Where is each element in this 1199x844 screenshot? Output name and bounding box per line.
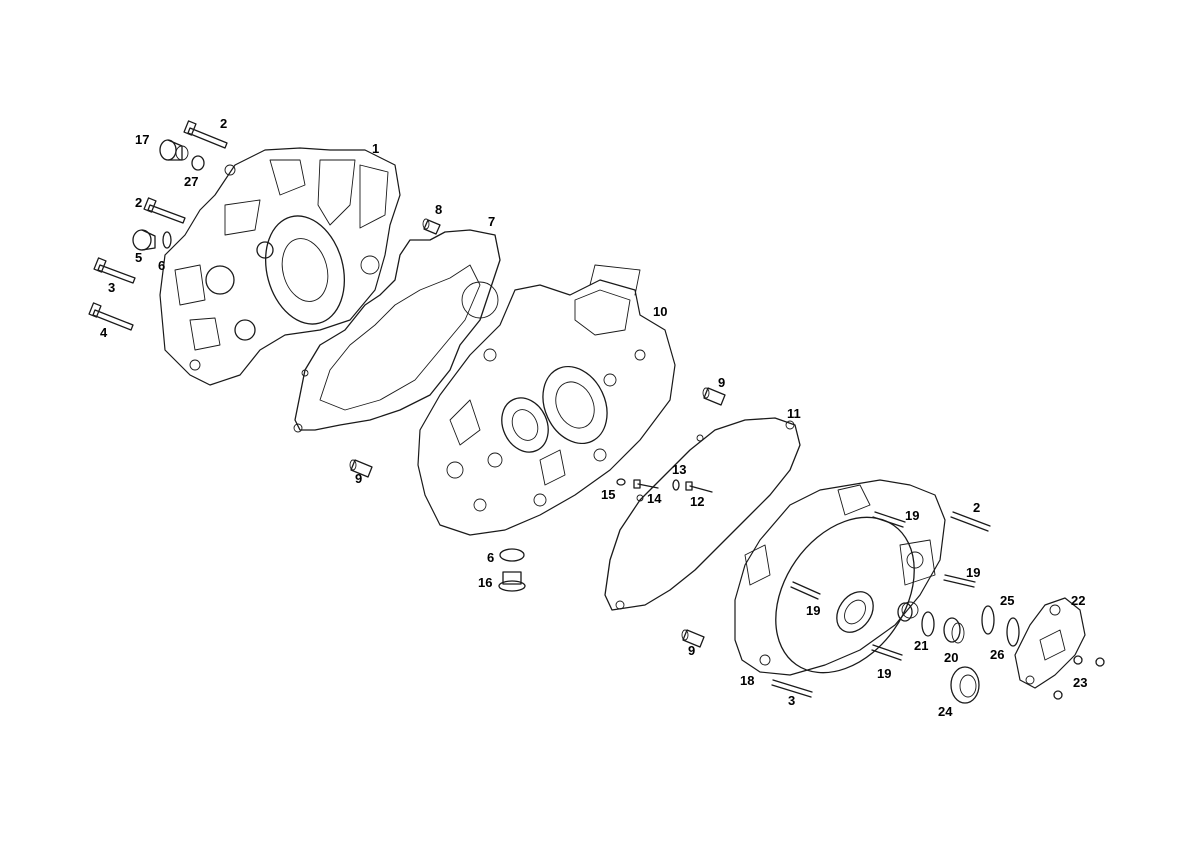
callout-18: 18 (740, 673, 754, 688)
callout-21: 21 (914, 638, 928, 653)
callout-4: 4 (100, 325, 108, 340)
callout-2: 2 (135, 195, 142, 210)
callout-20: 20 (944, 650, 958, 665)
side-cover-18 (734, 479, 946, 676)
callout-17: 17 (135, 132, 149, 147)
callout-9: 9 (718, 375, 725, 390)
callout-10: 10 (653, 304, 667, 319)
fasteners (88, 120, 1105, 704)
callout-labels: 1 2 2 2 3 3 4 5 6 6 7 8 9 9 9 10 11 12 1… (100, 116, 1087, 719)
callout-15: 15 (601, 487, 615, 502)
gasket-11 (604, 417, 801, 611)
callout-19: 19 (877, 666, 891, 681)
callout-19: 19 (905, 508, 919, 523)
callout-1: 1 (372, 141, 379, 156)
callout-27: 27 (184, 174, 198, 189)
callout-9: 9 (355, 471, 362, 486)
callout-6: 6 (487, 550, 494, 565)
callout-11: 11 (787, 406, 801, 421)
gasket-7 (293, 229, 501, 433)
callout-8: 8 (435, 202, 442, 217)
callout-14: 14 (647, 491, 662, 506)
callout-2: 2 (220, 116, 227, 131)
callout-5: 5 (135, 250, 142, 265)
callout-7: 7 (488, 214, 495, 229)
pump-housing-22 (1014, 597, 1086, 689)
callout-19: 19 (806, 603, 820, 618)
callout-6: 6 (158, 258, 165, 273)
callout-23: 23 (1073, 675, 1087, 690)
callout-9: 9 (688, 643, 695, 658)
callout-16: 16 (478, 575, 492, 590)
callout-24: 24 (938, 704, 953, 719)
callout-2: 2 (973, 500, 980, 515)
crankcase-left (159, 147, 401, 386)
callout-22: 22 (1071, 593, 1085, 608)
callout-19: 19 (966, 565, 980, 580)
callout-12: 12 (690, 494, 704, 509)
callout-3: 3 (788, 693, 795, 708)
callout-3: 3 (108, 280, 115, 295)
callout-26: 26 (990, 647, 1004, 662)
callout-25: 25 (1000, 593, 1014, 608)
crankcase-right (417, 264, 676, 536)
callout-13: 13 (672, 462, 686, 477)
